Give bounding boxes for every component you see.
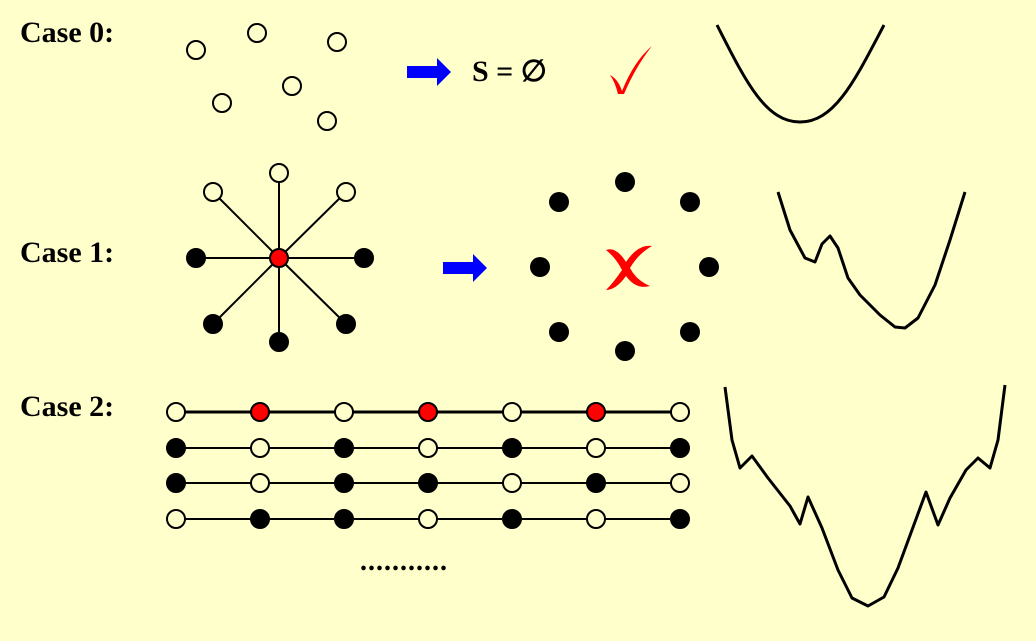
chain-node <box>166 473 186 493</box>
case-2-label: Case 2: <box>20 390 115 423</box>
isolated-node <box>327 32 347 52</box>
chain-node <box>670 402 690 422</box>
chain-node <box>586 438 606 458</box>
case-0-label: Case 0: <box>20 16 115 49</box>
check-mark-icon <box>610 46 652 94</box>
star-leaf-node <box>354 248 374 268</box>
independent-node <box>680 192 700 212</box>
star-center-node <box>269 248 289 268</box>
independent-node <box>615 341 635 361</box>
star-leaf-node <box>269 332 289 352</box>
chain-node <box>586 473 606 493</box>
isolated-node <box>282 76 302 96</box>
star-leaf-node <box>269 163 289 183</box>
chain-node <box>586 509 606 529</box>
independent-node <box>549 322 569 342</box>
chain-node <box>166 509 186 529</box>
chain-node <box>250 438 270 458</box>
equation-text: S = ∅ <box>472 55 547 88</box>
chain-node <box>250 509 270 529</box>
star-edge <box>212 191 280 259</box>
isolated-node <box>186 40 206 60</box>
chain-node <box>502 438 522 458</box>
independent-node <box>699 257 719 277</box>
chain-node <box>250 402 270 422</box>
star-edge <box>278 191 347 259</box>
star-edge <box>278 257 347 325</box>
independent-node <box>615 172 635 192</box>
chain-node <box>334 438 354 458</box>
star-edge <box>212 257 280 325</box>
chain-node <box>670 509 690 529</box>
star-leaf-node <box>336 182 356 202</box>
isolated-node <box>212 93 232 113</box>
chain-node <box>166 402 186 422</box>
chain-node <box>418 473 438 493</box>
chain-node <box>334 473 354 493</box>
chain-node <box>670 438 690 458</box>
chain-node <box>334 509 354 529</box>
independent-node <box>680 322 700 342</box>
chain-node <box>418 438 438 458</box>
star-leaf-node <box>203 314 223 334</box>
star-leaf-node <box>336 314 356 334</box>
star-leaf-node <box>203 182 223 202</box>
energy-curve-rugged <box>723 384 1007 608</box>
chain-node <box>586 402 606 422</box>
chain-node <box>418 509 438 529</box>
isolated-node <box>317 111 337 131</box>
chain-node <box>502 509 522 529</box>
chain-node <box>250 473 270 493</box>
isolated-node <box>247 23 267 43</box>
case-1-label: Case 1: <box>20 236 115 269</box>
independent-node <box>530 257 550 277</box>
star-leaf-node <box>186 248 206 268</box>
ellipsis: ........... <box>360 546 448 577</box>
chain-node <box>502 402 522 422</box>
chain-node <box>418 402 438 422</box>
independent-node <box>549 192 569 212</box>
arrow-right-icon <box>443 254 487 282</box>
energy-curve-two-wells <box>776 191 967 330</box>
energy-curve-single-well <box>715 24 886 124</box>
empty-set-equation: S = ∅ <box>472 54 547 89</box>
cross-mark-icon <box>606 245 652 290</box>
arrow-right-icon <box>407 58 451 86</box>
chain-node <box>334 402 354 422</box>
chain-node <box>670 473 690 493</box>
chain-node <box>502 473 522 493</box>
chain-node <box>166 438 186 458</box>
